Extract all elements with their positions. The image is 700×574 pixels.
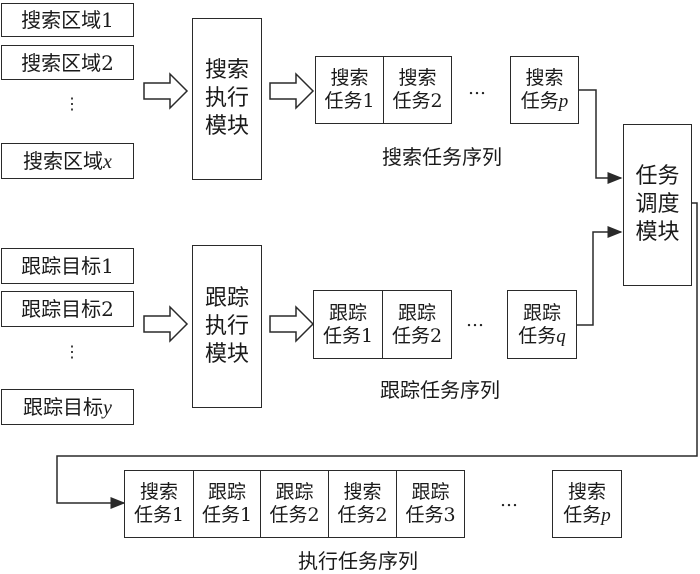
task-line1: 搜索 xyxy=(343,481,382,503)
task-line1: 搜索 xyxy=(398,67,437,89)
search-region-2: 搜索区域2 xyxy=(1,45,134,80)
block-arrow-search-in xyxy=(143,72,189,110)
search-task-2: 搜索任务2 xyxy=(383,56,452,124)
task-line1: 搜索 xyxy=(567,481,606,503)
arrow-scheduler-to-exec xyxy=(56,202,698,509)
exec-task-3: 跟踪任务2 xyxy=(260,470,329,538)
search-region-x-label: 搜索区域x xyxy=(23,148,112,173)
track-target-y-label: 跟踪目标y xyxy=(23,394,112,419)
block-arrow-track-in xyxy=(143,305,189,343)
track-execution-module: 跟踪 执行 模块 xyxy=(192,245,262,408)
search-region-2-label: 搜索区域2 xyxy=(21,50,114,75)
task-line2: 任务3 xyxy=(405,504,456,526)
module-line: 执行 xyxy=(204,86,249,111)
task-line1: 搜索 xyxy=(330,67,369,89)
task-line2: 任务p xyxy=(520,90,569,112)
search-region-x: 搜索区域x xyxy=(1,143,134,179)
task-line1: 搜索 xyxy=(139,481,178,503)
track-task-1: 跟踪任务1 xyxy=(313,290,383,359)
search-region-1: 搜索区域1 xyxy=(1,3,134,37)
module-line: 执行 xyxy=(204,313,249,339)
vertical-ellipsis: ⋮ xyxy=(64,94,80,113)
module-line: 模块 xyxy=(204,341,249,367)
task-line2: 任务1 xyxy=(201,504,253,526)
task-line2: 任务2 xyxy=(392,90,443,112)
task-line2: 任务2 xyxy=(391,324,443,347)
search-task-1: 搜索任务1 xyxy=(315,56,384,124)
task-line1: 跟踪 xyxy=(522,301,561,324)
task-line2: 任务1 xyxy=(322,324,374,347)
vertical-ellipsis: ⋮ xyxy=(64,342,80,361)
block-arrow-search-out xyxy=(269,72,315,110)
task-line2: 任务1 xyxy=(133,504,185,526)
task-line2: 任务2 xyxy=(269,504,320,526)
task-line1: 跟踪 xyxy=(328,301,367,324)
exec-task-p: 搜索任务p xyxy=(552,470,622,538)
track-target-2: 跟踪目标2 xyxy=(1,291,134,327)
search-execution-module: 搜索 执行 模块 xyxy=(192,18,262,180)
task-line2: 任务p xyxy=(563,504,611,526)
ellipsis: … xyxy=(500,490,520,511)
track-task-sequence-label: 跟踪任务序列 xyxy=(380,378,500,402)
module-line: 任务 xyxy=(635,164,680,189)
track-target-2-label: 跟踪目标2 xyxy=(21,297,114,321)
task-scheduling-module: 任务 调度 模块 xyxy=(623,124,692,286)
block-arrow-track-out xyxy=(269,305,315,343)
task-line1: 跟踪 xyxy=(207,481,246,503)
exec-task-5: 跟踪任务3 xyxy=(396,470,465,538)
search-region-1-label: 搜索区域1 xyxy=(21,8,114,32)
exec-task-sequence-label: 执行任务序列 xyxy=(298,549,418,573)
module-line: 模块 xyxy=(204,114,249,139)
module-line: 跟踪 xyxy=(204,285,249,311)
exec-task-1: 搜索任务1 xyxy=(124,470,194,538)
exec-task-2: 跟踪任务1 xyxy=(193,470,261,538)
task-line2: 任务1 xyxy=(324,90,375,112)
task-line1: 跟踪 xyxy=(397,301,436,324)
search-task-sequence-label: 搜索任务序列 xyxy=(382,145,502,169)
exec-task-4: 搜索任务2 xyxy=(328,470,397,538)
task-line2: 任务2 xyxy=(337,504,388,526)
track-task-2: 跟踪任务2 xyxy=(382,290,452,359)
track-target-y: 跟踪目标y xyxy=(1,389,134,425)
module-line: 调度 xyxy=(635,192,680,217)
track-task-q: 跟踪任务q xyxy=(507,290,577,359)
arrow-track-to-scheduler xyxy=(575,226,623,326)
search-task-p: 搜索任务p xyxy=(510,56,579,124)
task-line2: 任务q xyxy=(518,324,566,347)
ellipsis: … xyxy=(468,78,488,99)
task-line1: 跟踪 xyxy=(275,481,314,503)
module-line: 模块 xyxy=(635,220,680,245)
arrow-search-to-scheduler xyxy=(578,89,623,184)
track-target-1-label: 跟踪目标1 xyxy=(21,254,114,278)
task-line1: 跟踪 xyxy=(411,481,450,503)
track-target-1: 跟踪目标1 xyxy=(1,248,134,284)
task-line1: 搜索 xyxy=(525,67,564,89)
module-line: 搜索 xyxy=(204,58,249,83)
ellipsis: … xyxy=(466,310,486,331)
